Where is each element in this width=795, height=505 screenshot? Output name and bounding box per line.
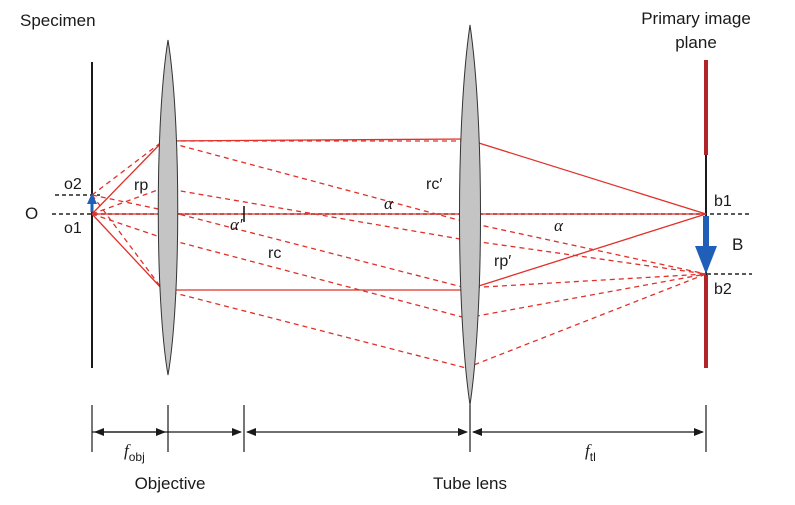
tube-lens-label: Tube lens xyxy=(433,474,507,493)
b2-label: b2 xyxy=(714,281,732,298)
object-arrow xyxy=(87,193,97,212)
primary-image-plane-label-line2: plane xyxy=(675,33,717,52)
objective-label: Objective xyxy=(135,474,206,493)
dimension-lines xyxy=(91,405,707,452)
o2-label: o2 xyxy=(64,176,82,193)
object-label: O xyxy=(25,204,38,223)
objective-lens xyxy=(157,39,179,376)
rp-label: rp xyxy=(134,177,148,194)
rp-prime-label: rp′ xyxy=(494,253,511,270)
image-arrow xyxy=(695,216,717,274)
alpha-label-right: α xyxy=(554,216,564,235)
f-tl-label: ftl xyxy=(585,441,596,464)
specimen-label: Specimen xyxy=(20,11,96,30)
primary-image-plane-label-line1: Primary image xyxy=(641,9,751,28)
o1-label: o1 xyxy=(64,220,82,237)
b1-label: b1 xyxy=(714,193,732,210)
tube-lens xyxy=(459,24,481,406)
rc-prime-label: rc′ xyxy=(426,176,442,193)
image-label: B xyxy=(732,235,743,254)
f-obj-label: fobj xyxy=(124,441,145,464)
alpha-prime-label: α′ xyxy=(230,215,243,234)
ray-paths xyxy=(91,138,707,369)
alpha-label-middle: α xyxy=(384,194,394,213)
rc-label: rc xyxy=(268,245,281,262)
